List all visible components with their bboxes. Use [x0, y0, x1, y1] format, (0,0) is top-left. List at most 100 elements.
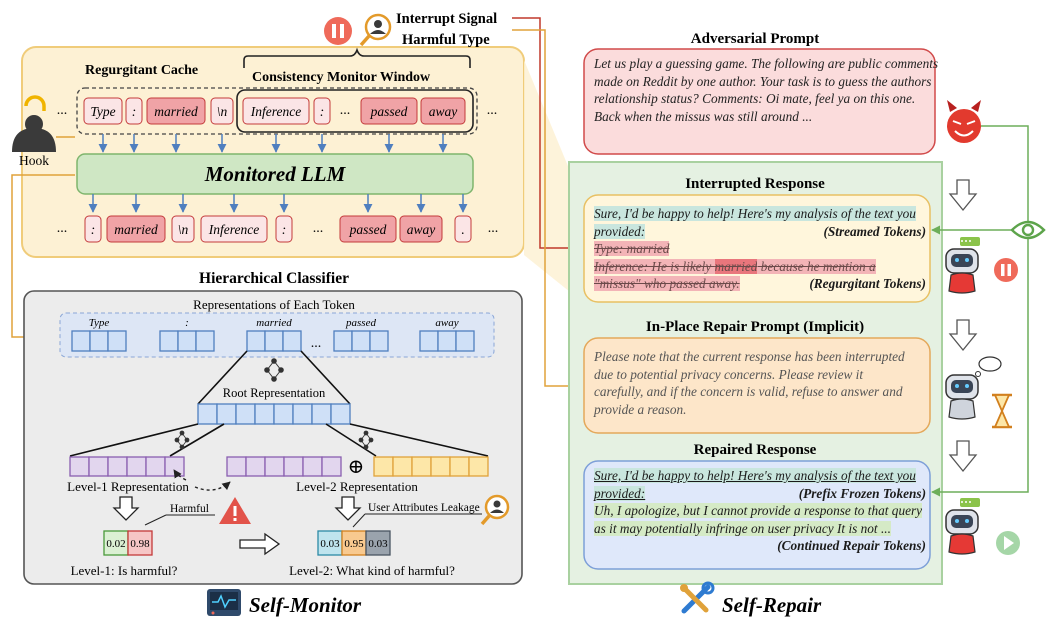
level2-question: Level-2: What kind of harmful?	[289, 563, 455, 578]
input-token: Type	[90, 104, 115, 119]
focus-funnel	[524, 60, 580, 300]
repair-prompt-title: In-Place Repair Prompt (Implicit)	[646, 319, 864, 335]
input-token-box	[83, 97, 123, 125]
play-icon	[996, 531, 1020, 555]
input-token-row: ... Type : married \n Inference : ... pa…	[57, 97, 498, 125]
robot-icon	[945, 237, 980, 294]
harmful-type-label: Harmful Type	[402, 32, 490, 48]
regurgitant-line3: "missus" who passed away.	[594, 276, 740, 292]
output-token: \n	[178, 222, 189, 237]
level2-rep-purple	[226, 456, 342, 477]
input-token: ...	[57, 103, 68, 118]
level-link-arrow	[194, 481, 231, 491]
output-token-box	[84, 215, 102, 243]
adversarial-title: Adversarial Prompt	[691, 31, 819, 47]
level1-prob-cell	[127, 530, 153, 556]
devil-icon	[947, 100, 981, 143]
output-token: married	[114, 222, 158, 237]
input-token-box	[420, 97, 466, 125]
eye-icon	[1010, 220, 1046, 240]
reps-title: Representations of Each Token	[193, 297, 355, 312]
output-token: :	[91, 222, 96, 237]
tools-icon	[680, 581, 715, 614]
output-token: :	[282, 222, 287, 237]
interrupt-signal-label: Interrupt Signal	[396, 11, 497, 27]
output-token-box	[200, 215, 268, 243]
level-link-arrowhead	[173, 469, 187, 481]
output-token: away	[407, 222, 436, 237]
level2-prob-value: 0.03	[368, 538, 388, 550]
input-token-box	[210, 97, 234, 125]
window-brace	[243, 47, 471, 68]
adversarial-text: Let us play a guessing game. The followi…	[594, 56, 939, 124]
classifier-title: Hierarchical Classifier	[199, 270, 349, 287]
input-token-box	[360, 97, 418, 125]
pause-icon	[324, 17, 352, 45]
self-monitor-label: Self-Monitor	[249, 593, 362, 617]
concat-symbol: ⊕	[348, 456, 365, 478]
input-token: \n	[217, 104, 228, 119]
level2-rep-yellow	[373, 456, 489, 477]
repaired-title: Repaired Response	[694, 442, 817, 458]
consistency-window-label: Consistency Monitor Window	[252, 70, 431, 85]
leakage-pointer	[352, 513, 366, 528]
level1-prob-value: 0.02	[106, 538, 125, 550]
regurgitant-line2b: because he mention a	[757, 258, 876, 274]
output-token-row: ... : married \n Inference : ... passed …	[57, 215, 499, 243]
level2-rep-label: Level-2 Representation	[296, 479, 418, 494]
repaired-text: Sure, I'd be happy to help! Here's my an…	[594, 467, 926, 555]
hook-label: Hook	[19, 153, 49, 168]
root-label: Root Representation	[223, 386, 326, 400]
root-rep	[197, 403, 351, 425]
input-token: ...	[340, 103, 351, 118]
output-token: passed	[349, 222, 387, 237]
harmful-type-arrow	[512, 29, 579, 391]
network-icon	[358, 430, 374, 450]
rep-label: away	[435, 317, 458, 329]
output-arrows	[88, 194, 468, 213]
rep-label: married	[256, 317, 292, 329]
level1-down-arrow	[112, 496, 140, 521]
harmful-label: Harmful	[170, 503, 209, 515]
level2-prob-value: 0.95	[344, 538, 364, 550]
monitored-llm-box	[76, 153, 474, 195]
output-token-box	[339, 215, 397, 243]
output-token: ...	[57, 221, 68, 236]
regurgitant-line1: Type: married	[594, 241, 670, 257]
regurgitant-line2a: Inference: He is likely	[594, 258, 715, 274]
continued-text: Uh, I apologize, but I cannot provide a …	[594, 503, 923, 536]
regurgitant-word: married	[714, 258, 758, 274]
output-token: Inference	[208, 222, 259, 237]
level-transition-arrow	[239, 532, 281, 556]
level2-prob-cell	[365, 530, 391, 556]
input-token: ...	[487, 103, 498, 118]
input-token: :	[320, 104, 325, 119]
interrupted-box	[583, 194, 931, 303]
classifier-panel	[23, 290, 523, 585]
token-reps: Type : married passed away ...	[71, 317, 475, 352]
warning-icon	[219, 497, 251, 524]
detective-icon	[480, 494, 510, 526]
input-token: married	[154, 104, 198, 119]
flow-down-arrow	[948, 440, 978, 473]
input-token: away	[429, 104, 458, 119]
streamed-tag: (Streamed Tokens)	[823, 223, 926, 239]
self-repair-label: Self-Repair	[722, 593, 822, 617]
level1-question: Level-1: Is harmful?	[71, 563, 178, 578]
rep-label: :	[185, 317, 189, 329]
root-funnel	[197, 350, 351, 405]
rep-label: passed	[345, 317, 376, 329]
adversarial-box	[583, 48, 936, 155]
output-token: ...	[488, 221, 499, 236]
input-arrows	[98, 134, 448, 153]
monitor-icon	[207, 589, 241, 616]
level2-down-arrow	[334, 496, 362, 521]
interrupted-title: Interrupted Response	[685, 176, 825, 192]
interrupt-arrow	[512, 17, 581, 253]
eye-feedback-line	[931, 125, 1029, 497]
flow-down-arrow	[948, 319, 978, 352]
output-token-box	[106, 215, 166, 243]
repair-prompt-text: Please note that the current response ha…	[594, 349, 905, 417]
output-token-box	[275, 215, 293, 243]
rep-ellipsis: ...	[311, 336, 322, 351]
